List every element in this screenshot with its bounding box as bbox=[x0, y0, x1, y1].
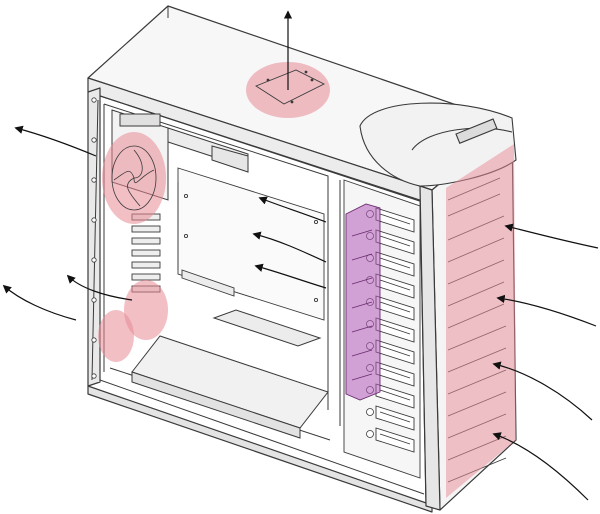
arrow-internal-1 bbox=[258, 196, 327, 223]
motherboard-tray bbox=[177, 167, 325, 321]
rear-rail-holes bbox=[91, 97, 97, 379]
rear-fan-blades bbox=[111, 145, 157, 211]
arrow-rear-lower-exhaust-1 bbox=[66, 274, 133, 301]
arrow-internal-3 bbox=[254, 263, 327, 289]
rear-bottom-fan bbox=[98, 310, 134, 362]
arrow-internal-2 bbox=[252, 231, 327, 263]
drive-tray bbox=[375, 405, 415, 431]
arrow-rear-lower-exhaust-2 bbox=[2, 284, 77, 321]
arrow-front-intake-4 bbox=[492, 432, 589, 501]
drive-tray bbox=[375, 427, 415, 453]
drive-trays bbox=[375, 207, 415, 453]
arrow-front-intake-2 bbox=[496, 294, 597, 327]
airflow-arrows bbox=[2, 10, 599, 501]
front-intake-panel bbox=[446, 144, 516, 498]
rear-lower-fan bbox=[124, 280, 168, 340]
arrow-rear-upper-exhaust bbox=[14, 125, 97, 157]
hdd-cage bbox=[345, 203, 381, 401]
arrow-front-intake-1 bbox=[504, 223, 599, 249]
bottom-edge bbox=[87, 385, 433, 513]
top-fan-grille bbox=[255, 69, 326, 105]
inner-frame bbox=[91, 6, 427, 507]
arrow-front-intake-3 bbox=[492, 361, 593, 421]
front-top-control-panel bbox=[359, 102, 517, 187]
floor-plate bbox=[131, 309, 329, 439]
